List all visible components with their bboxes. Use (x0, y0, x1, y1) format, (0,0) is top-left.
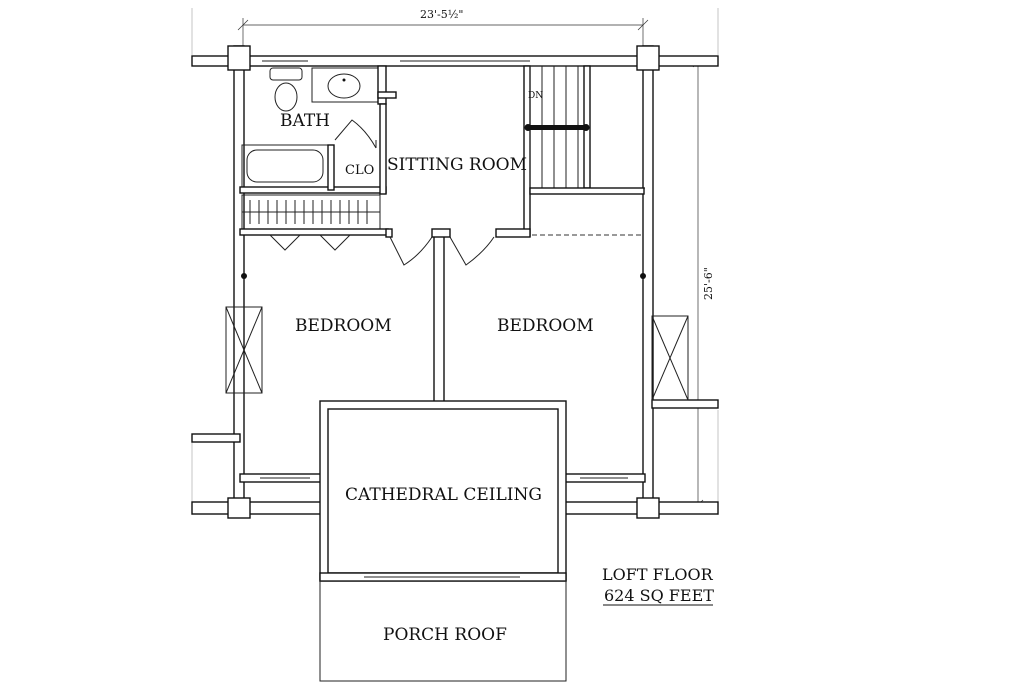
staircase: DN (524, 65, 645, 236)
plan-caption: LOFT FLOOR 624 SQ FEET (602, 565, 714, 606)
wardrobe-closet (239, 194, 389, 251)
sitting-room-label: SITTING ROOM (387, 155, 527, 175)
bathroom-fixtures (239, 65, 397, 195)
exterior-walls (191, 45, 719, 519)
left-chimney-box (225, 306, 263, 394)
cathedral-ceiling-label: CATHEDRAL CEILING (345, 485, 542, 505)
stair-down-label: DN (528, 91, 543, 101)
bath-door-swing (334, 119, 377, 149)
bedroom-right-label: BEDROOM (497, 316, 594, 336)
width-dimension-label: 23'-5½" (420, 8, 463, 21)
porch-roof-area (319, 580, 567, 682)
closet-label: CLO (345, 163, 374, 178)
width-dimension: 23'-5½" (237, 8, 649, 58)
caption-floor-name: LOFT FLOOR (602, 565, 714, 584)
cathedral-ceiling-area (319, 400, 567, 582)
right-chimney-box (651, 315, 689, 401)
bath-label: BATH (280, 111, 330, 131)
bedroom-left-label: BEDROOM (295, 316, 392, 336)
caption-area: 624 SQ FEET (604, 586, 714, 605)
porch-roof-label: PORCH ROOF (383, 625, 507, 645)
sitting-room-walls (385, 65, 531, 404)
depth-dimension-label: 25'-6" (702, 267, 715, 300)
depth-dimension: 25'-6" (690, 56, 715, 511)
